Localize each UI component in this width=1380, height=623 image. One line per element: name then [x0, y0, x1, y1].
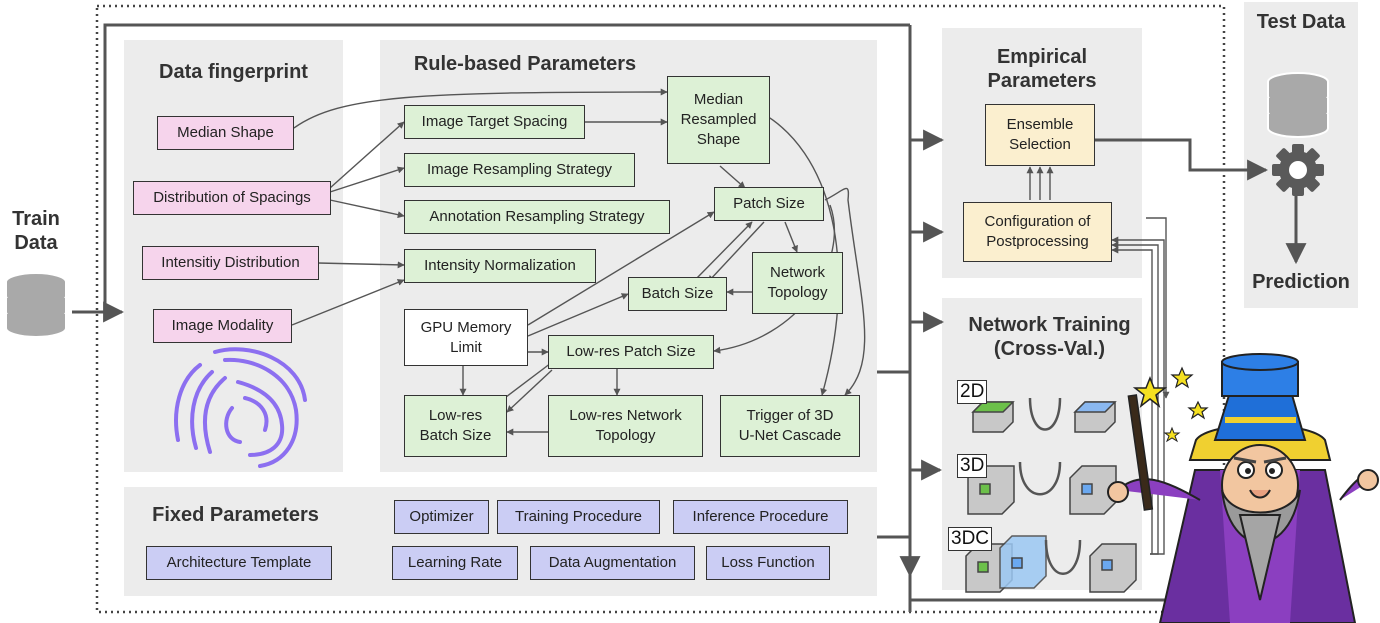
postprocessing-node: Configuration of Postprocessing — [963, 202, 1112, 262]
annotation-resampling-node: Annotation Resampling Strategy — [404, 200, 670, 234]
lowres-patch-size-node: Low-res Patch Size — [548, 335, 714, 369]
intensity-distribution-node: Intensitiy Distribution — [142, 246, 319, 280]
test-data-label: Test Data — [1256, 11, 1346, 33]
2d-config-cubes — [971, 401, 1117, 433]
spacing-distribution-node: Distribution of Spacings — [133, 181, 331, 215]
optimizer-node: Optimizer — [394, 500, 489, 534]
patch-size-node: Patch Size — [714, 187, 824, 221]
3d-config-cubes — [967, 465, 1117, 515]
fixed-parameters-title: Fixed Parameters — [152, 504, 319, 526]
to-test-arrow — [1095, 138, 1269, 181]
intensity-normalization-node: Intensity Normalization — [404, 249, 596, 283]
config-2d-label: 2D — [957, 380, 988, 404]
training-procedure-node: Training Procedure — [497, 500, 660, 534]
config-3dc-label: 3DC — [948, 527, 993, 551]
train-database-icon — [5, 272, 67, 338]
architecture-template-node: Architecture Template — [146, 546, 332, 580]
ensemble-selection-node: Ensemble Selection — [985, 104, 1095, 166]
loss-function-node: Loss Function — [706, 546, 830, 580]
cascade-trigger-node: Trigger of 3D U-Net Cascade — [720, 395, 860, 457]
pipeline-boundary — [95, 4, 1226, 614]
batch-size-node: Batch Size — [628, 277, 727, 311]
test-database-icon — [1267, 72, 1329, 138]
inference-procedure-node: Inference Procedure — [673, 500, 848, 534]
network-topology-node: Network Topology — [752, 252, 843, 314]
gpu-memory-node: GPU Memory Limit — [404, 309, 528, 366]
median-shape-node: Median Shape — [157, 116, 294, 150]
lowres-topology-node: Low-res Network Topology — [548, 395, 703, 457]
3dc-config-cubes — [965, 535, 1137, 593]
prediction-label: Prediction — [1252, 271, 1350, 293]
median-resampled-shape-node: Median Resampled Shape — [667, 76, 770, 164]
train-data-label: Train Data — [12, 208, 60, 254]
learning-rate-node: Learning Rate — [392, 546, 518, 580]
empirical-title: Empirical Parameters — [987, 46, 1097, 92]
data-augmentation-node: Data Augmentation — [530, 546, 695, 580]
wizard-mascot-icon — [1107, 353, 1379, 623]
config-3d-label: 3D — [957, 454, 988, 478]
top-trunk — [103, 23, 910, 312]
lowres-batch-size-node: Low-res Batch Size — [404, 395, 507, 457]
target-spacing-node: Image Target Spacing — [404, 105, 585, 139]
resampling-strategy-node: Image Resampling Strategy — [404, 153, 635, 187]
data-fingerprint-title: Data fingerprint — [159, 61, 308, 83]
fingerprint-icon — [174, 347, 307, 468]
training-title: Network Training (Cross-Val.) — [968, 314, 1131, 360]
gear-icon — [1272, 144, 1324, 196]
rule-based-title: Rule-based Parameters — [413, 53, 637, 75]
image-modality-node: Image Modality — [153, 309, 292, 343]
